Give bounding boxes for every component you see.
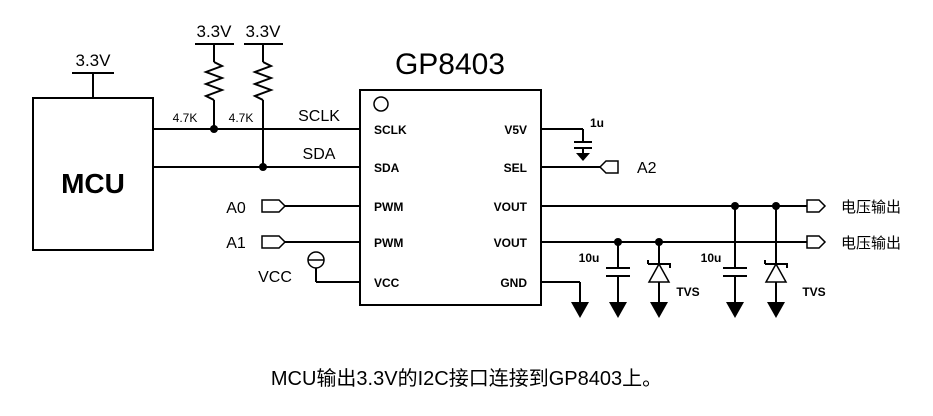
chip-body bbox=[359, 89, 542, 306]
chip-pin1-marker bbox=[373, 96, 389, 112]
pullup2-value-label: 4.7K bbox=[229, 111, 254, 125]
out1-net-label: 电压输出 bbox=[841, 199, 901, 216]
tvs1-ground bbox=[650, 302, 668, 318]
pullup1-supply-label: 3.3V bbox=[197, 22, 233, 41]
chip-pin-pwm-2: PWM bbox=[374, 236, 403, 250]
pullup1-resistor bbox=[203, 61, 225, 101]
chip-pin-gnd: GND bbox=[500, 276, 527, 290]
pullup1-value-label: 4.7K bbox=[173, 111, 198, 125]
chip-pin-vout-1: VOUT bbox=[494, 200, 528, 214]
chip-pin-sel: SEL bbox=[504, 161, 527, 175]
pullup2-resistor bbox=[252, 61, 274, 101]
gnd-pin-ground bbox=[571, 302, 589, 318]
chip-pin-vcc: VCC bbox=[374, 276, 400, 290]
pullup2-supply-label: 3.3V bbox=[246, 22, 282, 41]
tvs1-diode bbox=[647, 262, 671, 283]
chip-pin-sda: SDA bbox=[374, 161, 400, 175]
chip-pin-sclk: SCLK bbox=[374, 123, 407, 137]
a2-port bbox=[598, 160, 619, 174]
v5v-cap-label: 1u bbox=[590, 116, 604, 130]
chip-pin-v5v: V5V bbox=[504, 123, 527, 137]
cap1-label: 10u bbox=[579, 251, 600, 265]
a0-port bbox=[261, 199, 287, 213]
a2-net-label: A2 bbox=[637, 160, 657, 177]
tvs2-ground bbox=[767, 302, 785, 318]
a0-net-label: A0 bbox=[226, 200, 246, 217]
tvs2-diode bbox=[764, 262, 788, 283]
vcc-net-label: VCC bbox=[258, 269, 292, 286]
out1-port bbox=[806, 199, 827, 213]
a1-net-label: A1 bbox=[226, 235, 246, 252]
tvs2-label: TVS bbox=[802, 285, 825, 299]
tvs1-label: TVS bbox=[676, 285, 699, 299]
sda-net-label: SDA bbox=[303, 146, 336, 163]
chip-name: GP8403 bbox=[395, 48, 505, 81]
out2-port bbox=[806, 235, 827, 249]
cap1-ground bbox=[609, 302, 627, 318]
mcu-supply-label: 3.3V bbox=[76, 51, 112, 70]
mcu-label: MCU bbox=[61, 168, 125, 199]
chip-pin-pwm-1: PWM bbox=[374, 200, 403, 214]
v5v-cap-ground bbox=[576, 153, 590, 161]
cap2-ground bbox=[726, 302, 744, 318]
out2-net-label: 电压输出 bbox=[841, 235, 901, 252]
sclk-net-label: SCLK bbox=[298, 108, 340, 125]
cap2-label: 10u bbox=[701, 251, 722, 265]
chip-pin-vout-2: VOUT bbox=[494, 236, 528, 250]
figure-caption: MCU输出3.3V的I2C接口连接到GP8403上。 bbox=[270, 368, 663, 390]
a1-port bbox=[261, 235, 287, 249]
